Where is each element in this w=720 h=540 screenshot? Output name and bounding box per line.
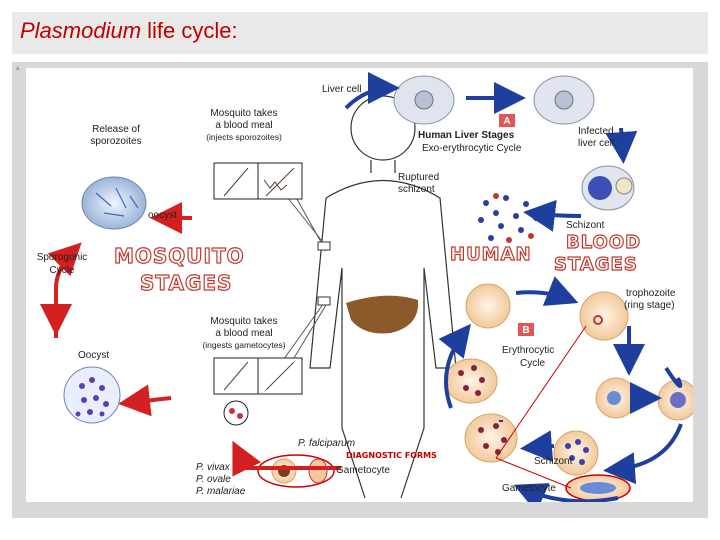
ruptured-schizont	[478, 193, 539, 243]
mosquito-box-upper	[213, 162, 303, 200]
label-blood: BLOOD	[566, 232, 641, 253]
mosquito-stages-2: STAGES	[140, 271, 232, 295]
label-release-2: sporozoites	[90, 136, 141, 147]
gametocyte-left-cells	[257, 454, 335, 488]
title-italic: Plasmodium	[20, 18, 142, 43]
bite-site-upper	[317, 241, 331, 251]
gametocyte-right-cell	[565, 474, 631, 502]
label-gametocyte-left: Gametocyte	[336, 465, 390, 476]
rbc-trophozoite-1	[595, 377, 637, 419]
bite-site-lower	[317, 296, 331, 306]
slide-marker: a	[16, 66, 20, 72]
label-sporogonic-2: Cycle	[49, 265, 74, 276]
label-schizont-bottom: Schizont	[534, 456, 573, 467]
label-liver-cell: Liver cell	[322, 84, 361, 95]
label-release-1: Release of	[92, 124, 140, 135]
label-meal-2b: a blood meal	[215, 328, 272, 339]
label-human-liver-1: Human Liver Stages	[418, 130, 515, 141]
title-rest: life cycle:	[141, 18, 238, 43]
merozoite-release	[444, 358, 498, 404]
badge-b-bg	[518, 323, 534, 336]
diagram-panel: a	[12, 62, 708, 518]
label-stages: STAGES	[554, 254, 638, 275]
label-infected-2: liver cell	[578, 138, 614, 149]
sporozoites	[95, 187, 139, 217]
liver-cell-1	[393, 75, 455, 125]
oocyst-dots	[75, 377, 109, 417]
title-bar: Plasmodium life cycle:	[12, 12, 708, 54]
badge-b: B	[522, 325, 529, 336]
sporozoite-release-cell	[81, 176, 147, 230]
label-meal-2: Mosquito takes	[210, 316, 277, 327]
label-erythro-1: Erythrocytic	[502, 345, 554, 356]
rbc-uninfected	[465, 283, 511, 329]
label-schizont-top: Schizont	[566, 220, 605, 231]
label-infected-1: Infected	[578, 126, 614, 137]
mosquito-box-lower	[213, 357, 303, 426]
label-human: HUMAN	[450, 244, 532, 265]
label-trophozoite-2: (ring stage)	[624, 300, 675, 311]
label-trophozoite-1: trophozoite	[626, 288, 676, 299]
mosquito-stages-1: MOSQUITO	[114, 244, 245, 268]
label-human-liver-2: Exo-erythrocytic Cycle	[422, 143, 522, 154]
label-meal-1: Mosquito takes	[210, 108, 277, 119]
label-p-falciparum: P. falciparum	[298, 438, 355, 449]
diagnostic-pointers	[495, 325, 587, 489]
liver-cell-2	[533, 75, 595, 125]
rbc-trophozoite-2	[657, 379, 693, 421]
label-oocyst-small: oocyst	[148, 210, 177, 221]
red-arrows	[40, 202, 341, 477]
rbc-schizont	[553, 430, 599, 476]
label-gametocyte-right: Gametocyte	[502, 483, 556, 494]
label-meal-2c: (ingests gametocytes)	[202, 340, 285, 350]
label-meal-1c: (injects sporozoites)	[206, 132, 282, 142]
label-ruptured-2: schizont	[398, 184, 435, 195]
label-oocyst: Oocyst	[78, 350, 109, 361]
label-meal-1b: a blood meal	[215, 120, 272, 131]
label-ruptured-1: Ruptured	[398, 172, 439, 183]
infected-liver-cell	[581, 165, 635, 211]
diagram-svg: A B Liver cell Mosquito takes a blood me…	[37, 72, 693, 502]
label-p-vivax: P. vivax	[196, 462, 231, 473]
liver-organ	[346, 295, 419, 334]
label-p-malariae: P. malariae	[196, 486, 246, 497]
blue-arrows	[344, 72, 683, 502]
label-diagnostic-forms: DIAGNOSTIC FORMS	[346, 451, 437, 460]
oocyst-cell	[63, 366, 121, 424]
label-p-ovale: P. ovale	[196, 474, 231, 485]
life-cycle-diagram: A B Liver cell Mosquito takes a blood me…	[26, 68, 693, 502]
label-erythro-2: Cycle	[520, 358, 545, 369]
label-sporogonic-1: Sporogonic	[37, 252, 88, 263]
badge-a-bg	[499, 114, 515, 127]
rbc-ring-stage	[579, 291, 629, 341]
badge-a: A	[503, 116, 510, 127]
slide-title: Plasmodium life cycle:	[20, 18, 238, 44]
